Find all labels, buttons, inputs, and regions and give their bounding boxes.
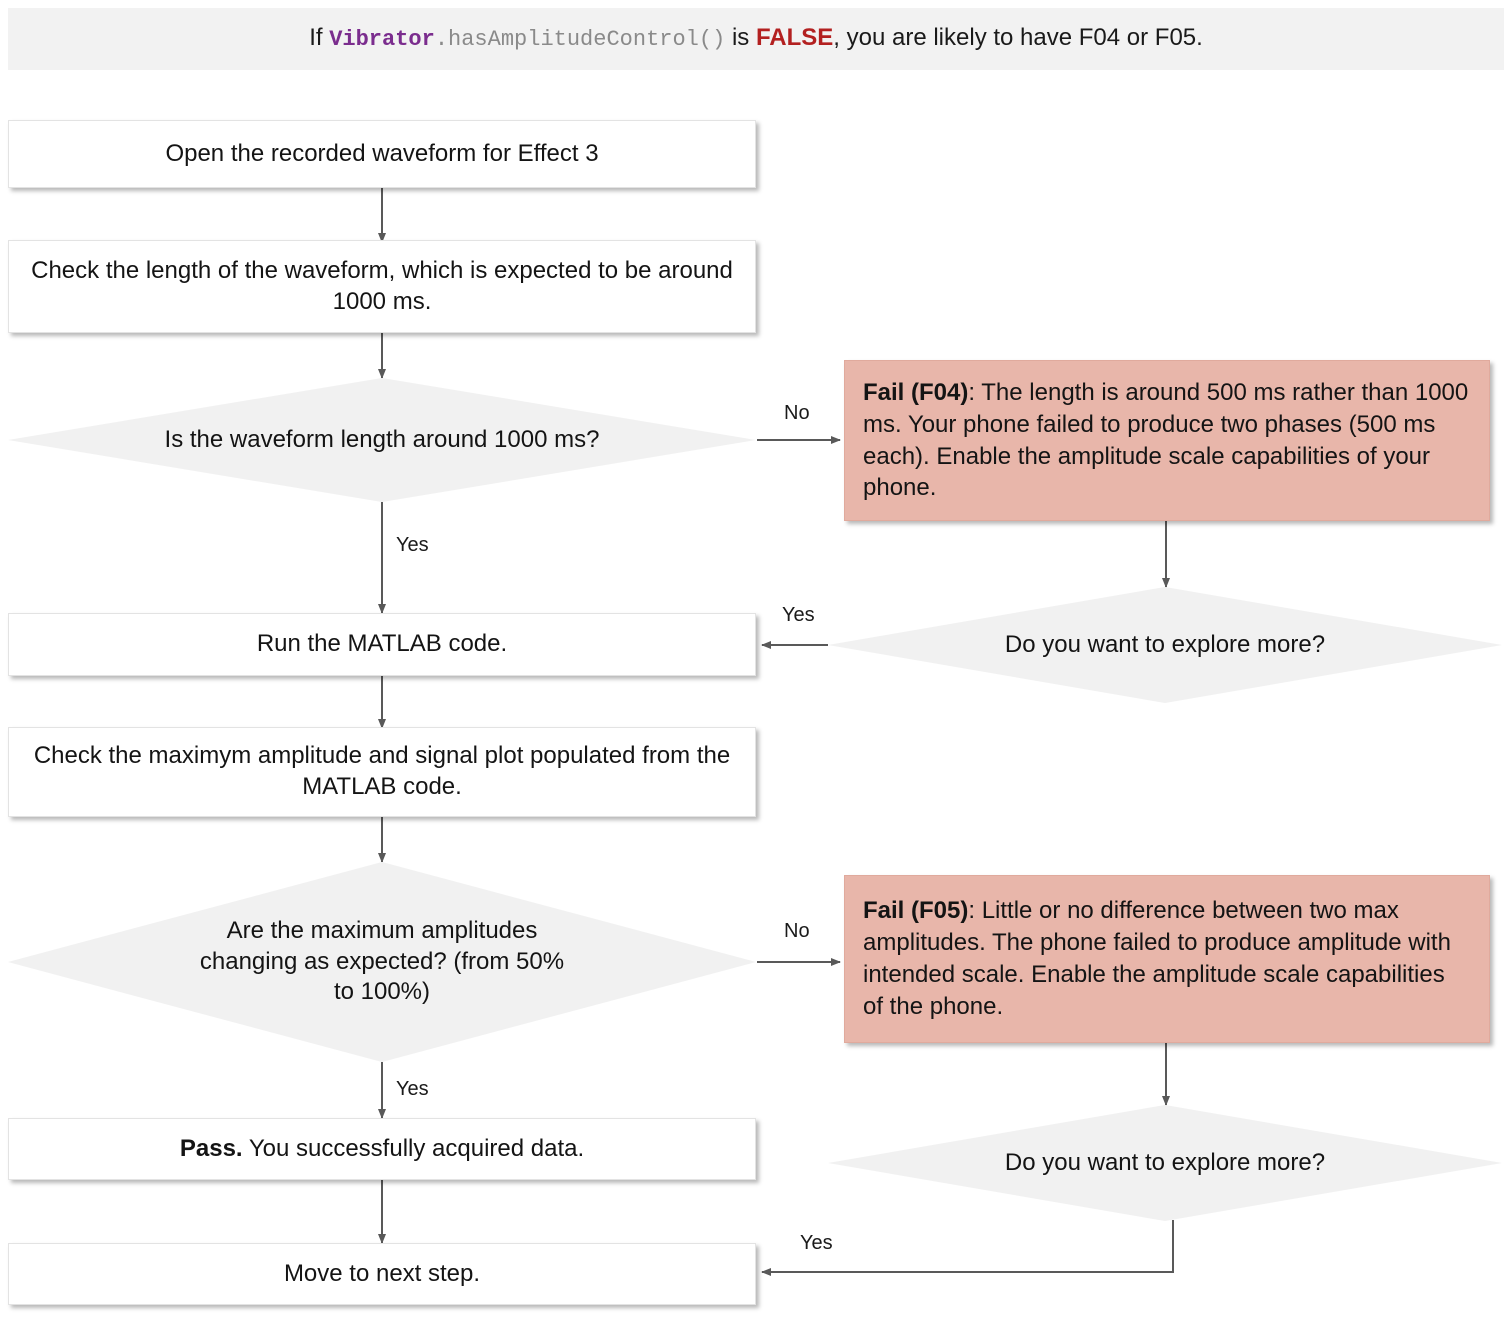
node-run-matlab[interactable]: Run the MATLAB code. <box>8 613 756 676</box>
header-prefix: If <box>309 24 330 52</box>
node-fail-f05-label: Fail (F05): Little or no difference betw… <box>845 895 1489 1023</box>
node-fail-f04-bold: Fail (F04) <box>863 378 969 406</box>
node-fail-f04-label: Fail (F04): The length is around 500 ms … <box>845 377 1489 505</box>
node-open-waveform[interactable]: Open the recorded waveform for Effect 3 <box>8 120 756 188</box>
node-pass-bold: Pass. <box>179 1134 243 1162</box>
edge-label-length-no: No <box>784 402 810 424</box>
header-false-token: FALSE <box>755 24 834 52</box>
node-check-length-label: Check the length of the waveform, which … <box>31 256 733 315</box>
header-text: If Vibrator.hasAmplitudeControl() is FAL… <box>309 24 1203 53</box>
node-fail-f05-rest: : Little or no difference between two ma… <box>863 897 1451 1020</box>
edge-label-explore-bottom-yes: Yes <box>800 1232 833 1254</box>
node-explore-more-bottom-label: Do you want to explore more? <box>1004 1148 1326 1176</box>
node-decision-max-amplitudes-label: Are the maximum amplitudes changing as e… <box>199 916 565 1006</box>
node-check-length[interactable]: Check the length of the waveform, which … <box>8 240 756 333</box>
node-decision-max-amplitudes[interactable]: Are the maximum amplitudes changing as e… <box>8 862 756 1062</box>
edge-label-explore-top-yes: Yes <box>782 604 815 626</box>
node-pass[interactable]: Pass. You successfully acquired data. <box>8 1118 756 1180</box>
node-check-amplitude[interactable]: Check the maximym amplitude and signal p… <box>8 727 756 817</box>
node-run-matlab-label: Run the MATLAB code. <box>256 630 508 658</box>
node-fail-f04[interactable]: Fail (F04): The length is around 500 ms … <box>844 360 1490 521</box>
node-fail-f05-bold: Fail (F05) <box>863 897 969 925</box>
header-suffix: , you are likely to have F04 or F05. <box>833 24 1203 52</box>
header-mid: is <box>725 24 756 52</box>
node-fail-f05[interactable]: Fail (F05): Little or no difference betw… <box>844 875 1490 1043</box>
node-move-next-step[interactable]: Move to next step. <box>8 1243 756 1305</box>
edge-label-length-yes: Yes <box>396 534 429 556</box>
node-explore-more-bottom[interactable]: Do you want to explore more? <box>828 1105 1502 1221</box>
node-decision-waveform-length[interactable]: Is the waveform length around 1000 ms? <box>8 378 756 502</box>
node-decision-waveform-length-label: Is the waveform length around 1000 ms? <box>164 425 600 453</box>
node-explore-more-top-label: Do you want to explore more? <box>1004 630 1326 658</box>
header-banner: If Vibrator.hasAmplitudeControl() is FAL… <box>8 8 1504 70</box>
node-pass-rest: You successfully acquired data. <box>242 1134 585 1162</box>
header-method-name: .hasAmplitudeControl() <box>434 27 726 53</box>
node-pass-label: Pass. You successfully acquired data. <box>166 1134 598 1165</box>
header-class-name: Vibrator <box>329 27 435 53</box>
node-fail-f04-rest: : The length is around 500 ms rather tha… <box>863 378 1469 502</box>
node-check-amplitude-label: Check the maximym amplitude and signal p… <box>33 742 731 800</box>
edge-label-amp-yes: Yes <box>396 1078 429 1100</box>
node-explore-more-top[interactable]: Do you want to explore more? <box>828 587 1502 703</box>
node-open-waveform-label: Open the recorded waveform for Effect 3 <box>165 139 599 167</box>
edge-label-amp-no: No <box>784 920 810 942</box>
node-move-next-step-label: Move to next step. <box>283 1259 481 1287</box>
